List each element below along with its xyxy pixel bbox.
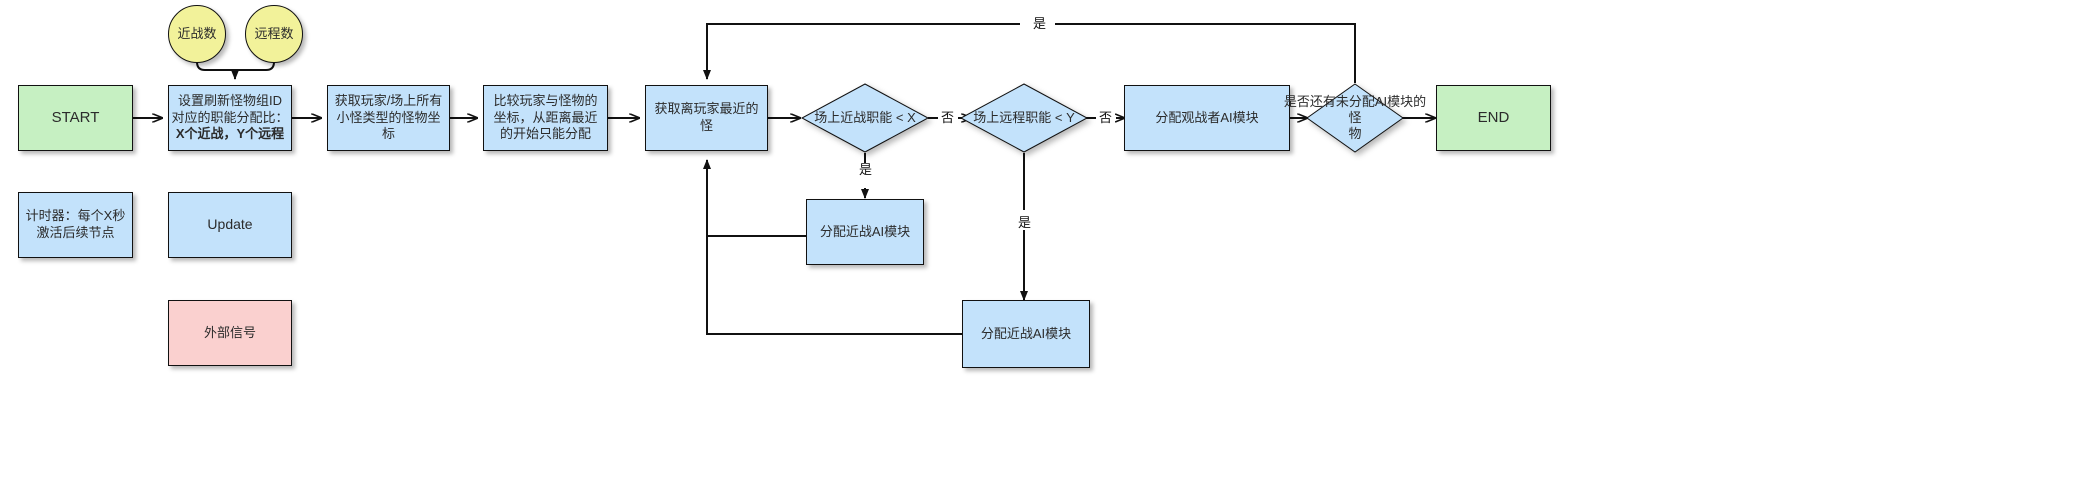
node-set-ratio-line3: X个近战，Y个远程 xyxy=(175,126,285,142)
node-end[interactable]: END xyxy=(1436,85,1551,151)
node-check-remaining[interactable]: 是否还有未分配AI模块的怪 物 xyxy=(1284,83,1426,153)
node-start-label: START xyxy=(51,109,100,127)
node-set-ratio-line2: 对应的职能分配比： xyxy=(171,109,289,125)
node-get-coords[interactable]: 获取玩家/场上所有小怪类型的怪物坐标 xyxy=(327,85,450,151)
node-assign-melee-ai-1-label: 分配近战AI模块 xyxy=(819,223,911,239)
node-timer[interactable]: 计时器：每个X秒激活后续节点 xyxy=(18,192,133,258)
node-assign-spectator-label: 分配观战者AI模块 xyxy=(1155,109,1259,125)
node-get-coords-label: 获取玩家/场上所有小怪类型的怪物坐标 xyxy=(334,93,443,142)
node-melee-count[interactable]: 近战数 xyxy=(168,5,226,63)
edge-label-no-ranged: 否 xyxy=(1096,111,1116,124)
node-check-melee[interactable]: 场上近战职能 < X xyxy=(800,83,930,153)
edge-label-yes-melee: 是 xyxy=(856,163,876,176)
node-melee-count-label: 近战数 xyxy=(177,25,217,41)
node-update-label: Update xyxy=(207,216,253,233)
node-compare-coords[interactable]: 比较玩家与怪物的坐标，从距离最近的开始只能分配 xyxy=(483,85,608,151)
node-start[interactable]: START xyxy=(18,85,133,151)
node-assign-melee-ai-1[interactable]: 分配近战AI模块 xyxy=(806,199,924,265)
edge-label-yes-ranged: 是 xyxy=(1015,216,1035,229)
node-compare-coords-label: 比较玩家与怪物的坐标，从距离最近的开始只能分配 xyxy=(493,93,598,142)
node-update[interactable]: Update xyxy=(168,192,292,258)
node-timer-label: 计时器：每个X秒激活后续节点 xyxy=(25,208,126,240)
node-external-signal-label: 外部信号 xyxy=(203,324,256,340)
node-ranged-count[interactable]: 远程数 xyxy=(245,5,303,63)
edge-label-no-melee: 否 xyxy=(938,111,958,124)
node-set-ratio[interactable]: 设置刷新怪物组ID 对应的职能分配比： X个近战，Y个远程 xyxy=(168,85,292,151)
node-assign-spectator[interactable]: 分配观战者AI模块 xyxy=(1124,85,1290,151)
edge-label-yes-top: 是 xyxy=(1030,17,1050,30)
node-get-nearest-label: 获取离玩家最近的怪 xyxy=(654,101,759,133)
node-ranged-count-label: 远程数 xyxy=(254,25,294,41)
node-external-signal[interactable]: 外部信号 xyxy=(168,300,292,366)
node-end-label: END xyxy=(1477,109,1510,127)
node-assign-melee-ai-2-label: 分配近战AI模块 xyxy=(980,325,1072,341)
node-check-ranged[interactable]: 场上远程职能 < Y xyxy=(959,83,1089,153)
node-assign-melee-ai-2[interactable]: 分配近战AI模块 xyxy=(962,300,1090,368)
node-set-ratio-line1: 设置刷新怪物组ID xyxy=(177,93,282,109)
node-get-nearest[interactable]: 获取离玩家最近的怪 xyxy=(645,85,768,151)
